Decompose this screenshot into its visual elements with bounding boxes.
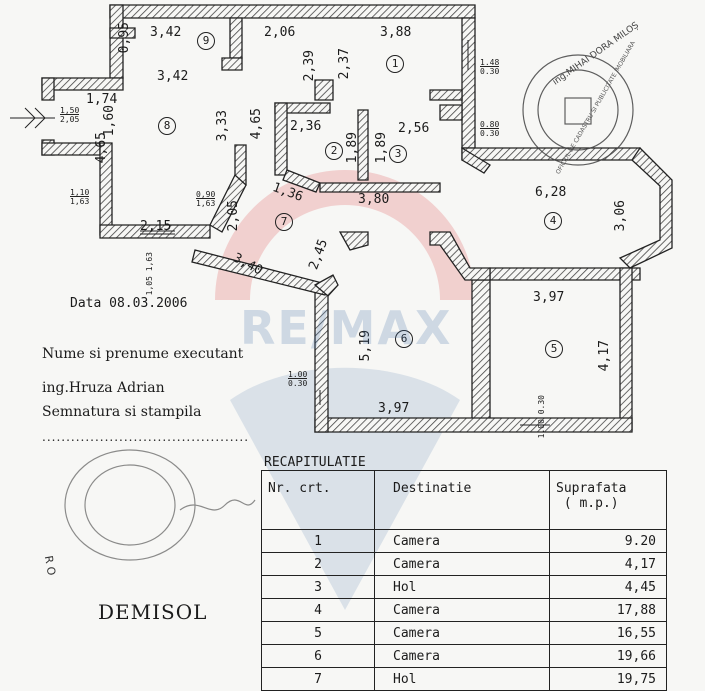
cell-supr: 4,17	[549, 552, 667, 576]
dim-label: 3,06	[613, 200, 628, 232]
fraction-label: 1.00 0.30	[537, 395, 546, 439]
cell-dest: Camera	[374, 552, 550, 576]
dim-label: 3,42	[150, 25, 182, 40]
room-number: 5	[545, 340, 563, 358]
room-number: 2	[325, 142, 343, 160]
room-number: 9	[197, 32, 215, 50]
dim-label: 6,28	[535, 185, 567, 200]
recap-title: RECAPITULATIE	[264, 455, 366, 470]
level-title: DEMISOL	[98, 600, 208, 624]
room-number: 6	[395, 330, 413, 348]
cell-nr: 1	[261, 529, 375, 553]
cell-nr: 4	[261, 598, 375, 622]
header-nr: Nr. crt.	[261, 470, 375, 530]
dim-label: 2,37	[337, 48, 352, 80]
walls	[41, 4, 673, 433]
window-markers	[140, 40, 550, 426]
dim-label: 4,65	[249, 108, 264, 140]
signature-line: ........................................…	[42, 430, 250, 444]
date-line: Data 08.03.2006	[70, 296, 188, 311]
dim-label: 4,17	[597, 340, 612, 372]
cell-supr: 19,75	[549, 667, 667, 691]
cell-dest: Camera	[374, 598, 550, 622]
signature-label: Semnatura si stampila	[42, 404, 202, 420]
cell-supr: 16,55	[549, 621, 667, 645]
dim-label: 3,42	[157, 69, 189, 84]
cell-dest: Hol	[374, 667, 550, 691]
remax-watermark-text: RE/MAX	[240, 301, 453, 355]
cell-nr: 6	[261, 644, 375, 668]
dim-label: 2,56	[398, 121, 430, 136]
fraction-label: 1,05 1,63	[145, 252, 154, 296]
dim-label: 2,05	[226, 200, 241, 232]
cell-dest: Camera	[374, 621, 550, 645]
dim-label: 3,88	[380, 25, 412, 40]
room-number: 1	[386, 55, 404, 73]
stamp-text: R O	[41, 554, 59, 577]
cell-supr: 17,88	[549, 598, 667, 622]
dim-label: 3,97	[378, 401, 410, 416]
cell-supr: 19,66	[549, 644, 667, 668]
dim-label: 1,89	[345, 132, 360, 164]
table-header-row: Nr. crt. Destinatie Suprafata ( m.p.)	[261, 470, 667, 530]
cell-dest: Camera	[374, 644, 550, 668]
cell-nr: 7	[261, 667, 375, 691]
cell-supr: 4,45	[549, 575, 667, 599]
dim-label: 3,33	[215, 110, 230, 142]
dim-label: 3,97	[533, 290, 565, 305]
room-number: 3	[389, 145, 407, 163]
entrance-arrow	[10, 107, 55, 129]
room-number: 7	[275, 213, 293, 231]
cell-dest: Hol	[374, 575, 550, 599]
cell-nr: 5	[261, 621, 375, 645]
dim-label: 2,15	[140, 219, 172, 234]
dim-label: 2,36	[290, 119, 322, 134]
cell-dest: Camera	[374, 529, 550, 553]
dim-label: 1,74	[86, 92, 118, 107]
dim-label: 2,06	[264, 25, 296, 40]
dim-label: 4,65	[94, 132, 109, 164]
cell-supr: 9.20	[549, 529, 667, 553]
dim-label: 0,95	[117, 22, 132, 54]
room-number: 8	[158, 117, 176, 135]
dim-label: 3,80	[358, 192, 390, 207]
stamp-cadastre	[522, 54, 634, 166]
room-number: 4	[544, 212, 562, 230]
dim-label: 2,39	[302, 50, 317, 82]
header-destinatie: Destinatie	[374, 470, 550, 530]
cell-nr: 2	[261, 552, 375, 576]
stamp-executant	[64, 449, 256, 561]
cell-nr: 3	[261, 575, 375, 599]
dim-label: 1,89	[374, 132, 389, 164]
header-suprafata: Suprafata ( m.p.)	[549, 470, 667, 530]
engineer-name: ing.Hruza Adrian	[42, 380, 165, 396]
executant-label: Nume si prenume executant	[42, 346, 244, 362]
